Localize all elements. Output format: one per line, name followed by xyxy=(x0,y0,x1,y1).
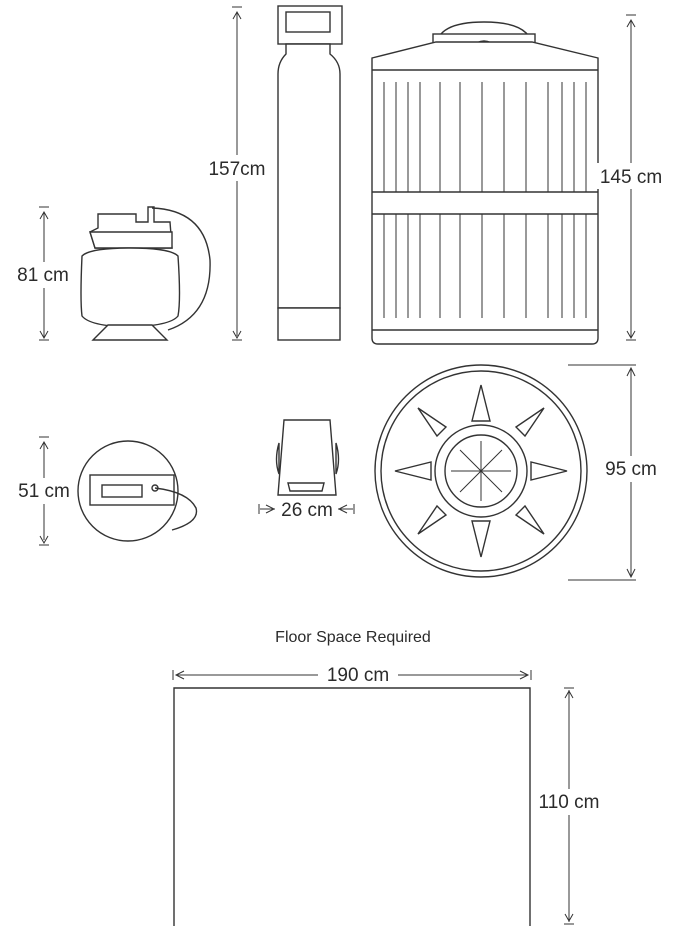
pump-top-view xyxy=(77,440,198,542)
tank-height-dimension: 145 cm xyxy=(594,14,670,341)
softener-top-view xyxy=(275,419,340,496)
softener-footprint-dimension: 26 cm xyxy=(258,500,355,521)
softener-footprint-label: 26 cm xyxy=(281,500,333,521)
pump-footprint-dimension: 51 cm xyxy=(12,436,76,546)
pump-height-dimension: 81 cm xyxy=(12,206,74,341)
tank-top-view xyxy=(374,364,588,578)
pump-height-label: 81 cm xyxy=(17,265,69,286)
floor-space-outline xyxy=(173,687,531,926)
floor-space-caption: Floor Space Required xyxy=(275,629,431,646)
softener-side-view xyxy=(277,5,343,341)
tank-footprint-label: 95 cm xyxy=(605,459,657,480)
floor-depth-dimension: 110 cm xyxy=(532,687,608,925)
floor-depth-label: 110 cm xyxy=(539,792,600,813)
softener-height-label: 157cm xyxy=(208,159,265,180)
pump-footprint-label: 51 cm xyxy=(18,481,70,502)
tank-height-label: 145 cm xyxy=(600,167,662,188)
floor-width-dimension: 190 cm xyxy=(172,662,532,686)
tank-footprint-dimension: 95 cm xyxy=(568,364,664,581)
floor-width-label: 190 cm xyxy=(327,665,389,686)
tank-side-view xyxy=(371,21,599,345)
softener-height-dimension: 157cm xyxy=(200,6,274,341)
pump-side-view xyxy=(80,206,211,341)
